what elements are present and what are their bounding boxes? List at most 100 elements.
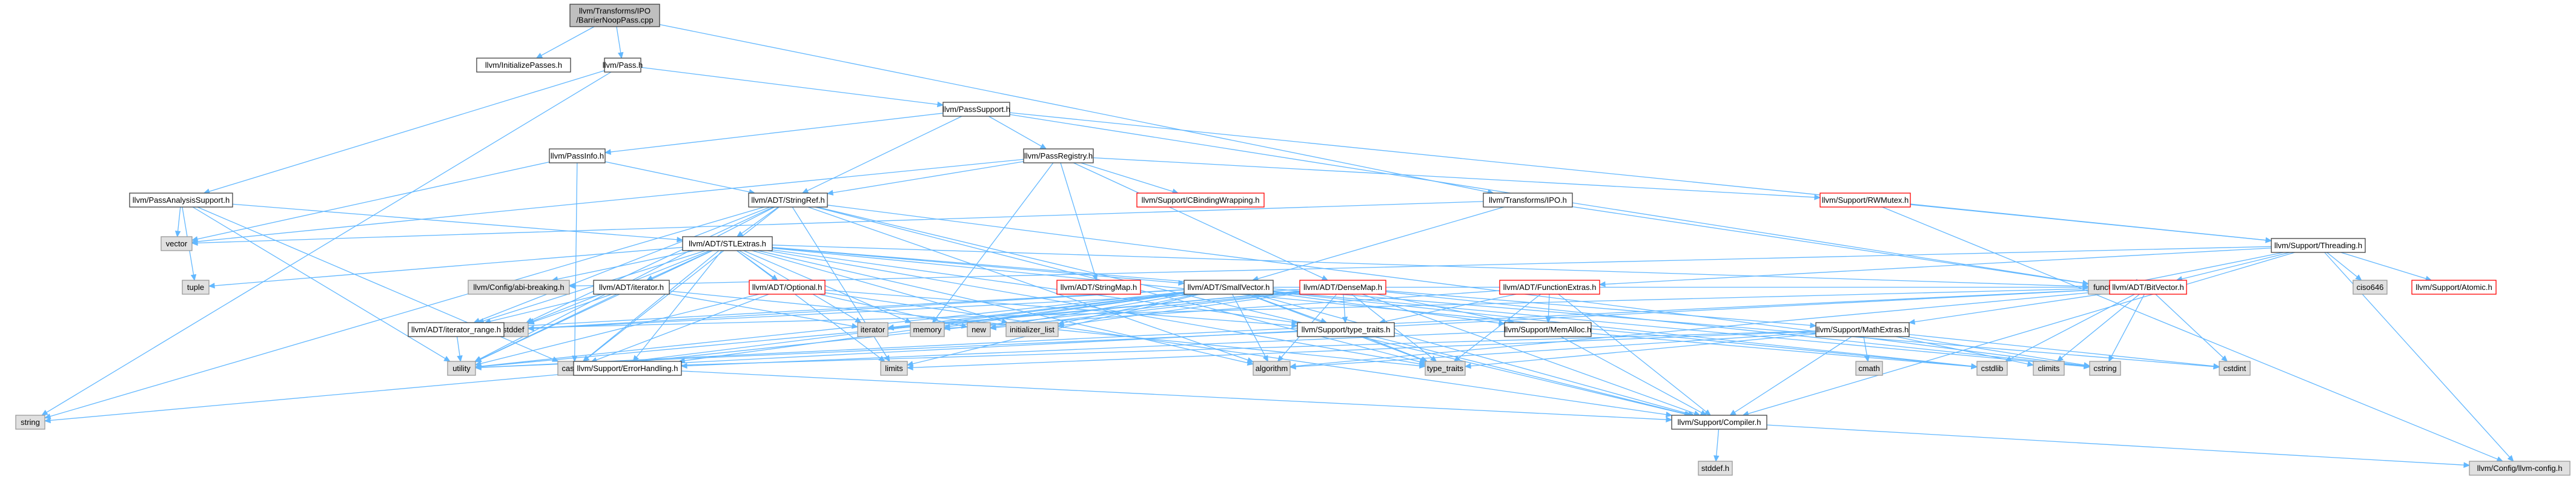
node-box-functionextras <box>1499 280 1600 295</box>
edge-compiler-to-llvmconfig <box>1766 424 2471 468</box>
edge-threading-to-functional <box>2131 252 2284 285</box>
node-box-rwmutex <box>1819 192 1911 208</box>
edge-adtiterator-to-utility <box>474 294 617 363</box>
node-box-cstring <box>2089 361 2121 376</box>
node-label-root: /BarrierNoopPass.cpp <box>576 16 653 25</box>
edge-smallvector-to-functional <box>1273 284 2090 291</box>
node-bitvector[interactable]: llvm/ADT/BitVector.h <box>2109 280 2187 295</box>
edge-stringref-to-limits <box>792 206 890 363</box>
node-label-initlist: initializer_list <box>1010 325 1055 334</box>
node-box-stddef <box>1698 461 1733 476</box>
node-cstdint: cstdint <box>2219 361 2251 376</box>
edge-passregistry-to-cbinding <box>1081 162 1179 194</box>
node-algorithm: algorithm <box>1253 361 1291 376</box>
edge-root-to-ipo <box>659 24 1494 195</box>
edge-threading-to-functionextras <box>1598 248 2272 288</box>
edge-mathextras-to-climits <box>1896 336 2035 367</box>
edge-densemap-to-mathextras <box>1385 290 1817 329</box>
node-passanalysis[interactable]: llvm/PassAnalysisSupport.h <box>129 192 233 208</box>
node-box-memalloc <box>1504 322 1592 337</box>
node-box-utility <box>447 361 476 376</box>
node-memalloc[interactable]: llvm/Support/MemAlloc.h <box>1504 322 1592 337</box>
node-smallvector[interactable]: llvm/ADT/SmallVector.h <box>1184 280 1274 295</box>
node-box-vector <box>161 236 193 251</box>
edge-errorhandling-to-compiler <box>681 370 1673 423</box>
edge-rwmutex-to-llvmconfig <box>1882 206 2504 462</box>
edge-passanalysis-to-utility <box>192 206 451 362</box>
edge-stlextras-to-cstdint <box>772 246 2220 370</box>
node-box-errorhandling <box>573 361 682 376</box>
edge-threading-to-ciso646 <box>2326 252 2362 281</box>
edge-pass-to-passanalysis <box>203 70 605 194</box>
node-rwmutex[interactable]: llvm/Support/RWMutex.h <box>1819 192 1911 208</box>
node-label-functionextras: llvm/ADT/FunctionExtras.h <box>1503 283 1597 292</box>
node-initpasses[interactable]: llvm/InitializePasses.h <box>476 58 571 73</box>
node-string: string <box>15 415 45 430</box>
edge-memalloc-to-compiler <box>1560 336 1707 416</box>
node-box-passregistry <box>1023 148 1094 163</box>
edge-passanalysis-to-cassert <box>197 206 559 362</box>
node-passregistry[interactable]: llvm/PassRegistry.h <box>1023 148 1094 163</box>
node-box-passsupport <box>942 102 1010 117</box>
node-errorhandling[interactable]: llvm/Support/ErrorHandling.h <box>573 361 682 376</box>
node-functionextras[interactable]: llvm/ADT/FunctionExtras.h <box>1499 280 1600 295</box>
node-atomic[interactable]: llvm/Support/Atomic.h <box>2411 280 2497 295</box>
node-label-bitvector: llvm/ADT/BitVector.h <box>2112 283 2184 292</box>
node-label-cbinding: llvm/Support/CBindingWrapping.h <box>1142 196 1260 205</box>
edge-threading-to-atomic <box>2340 252 2432 281</box>
node-label-ciso646: ciso646 <box>2357 283 2384 292</box>
node-pass[interactable]: llvm/Pass.h <box>603 58 643 73</box>
node-passinfo[interactable]: llvm/PassInfo.h <box>549 148 606 163</box>
node-iterator: iterator <box>857 322 889 337</box>
node-optional[interactable]: llvm/ADT/Optional.h <box>749 280 826 295</box>
node-stringmap[interactable]: llvm/ADT/StringMap.h <box>1056 280 1141 295</box>
edge-root-to-pass <box>616 26 624 59</box>
node-box-typetraits <box>1425 361 1466 376</box>
node-mathextras[interactable]: llvm/Support/MathExtras.h <box>1815 322 1910 337</box>
node-label-passanalysis: llvm/PassAnalysisSupport.h <box>133 196 230 205</box>
node-box-pass <box>604 58 641 73</box>
node-typetraitsh[interactable]: llvm/Support/type_traits.h <box>1297 322 1395 337</box>
node-stringref[interactable]: llvm/ADT/StringRef.h <box>748 192 828 208</box>
edge-functionextras-to-compiler <box>1558 294 1712 416</box>
edge-mathextras-to-typetraits <box>1464 334 1816 369</box>
edge-bitvector-to-cstring <box>2108 294 2145 363</box>
node-ipo[interactable]: llvm/Transforms/IPO.h <box>1483 192 1573 208</box>
node-box-iterator <box>857 322 889 337</box>
node-label-optional: llvm/ADT/Optional.h <box>752 283 823 292</box>
node-box-ciso646 <box>2353 280 2388 295</box>
node-box-stlextras <box>682 236 773 251</box>
edge-mathextras-to-compiler <box>1729 336 1852 416</box>
edge-stringref-to-stlextras <box>736 206 779 237</box>
node-threading[interactable]: llvm/Support/Threading.h <box>2271 238 2366 253</box>
node-stlextras[interactable]: llvm/ADT/STLExtras.h <box>682 236 773 251</box>
edge-errorhandling-to-string <box>44 372 574 424</box>
edge-pass-to-string <box>41 71 612 416</box>
node-densemap[interactable]: llvm/ADT/DenseMap.h <box>1299 280 1386 295</box>
node-box-bitvector <box>2109 280 2187 295</box>
node-label-atomic: llvm/Support/Atomic.h <box>2415 283 2492 292</box>
node-iteratorrange[interactable]: llvm/ADT/iterator_range.h <box>408 322 505 337</box>
node-box-abibreaking <box>468 280 570 295</box>
node-compiler[interactable]: llvm/Support/Compiler.h <box>1671 415 1767 430</box>
node-label-initpasses: llvm/InitializePasses.h <box>485 61 562 70</box>
node-passsupport[interactable]: llvm/PassSupport.h <box>942 102 1010 117</box>
edge-adtiterator-to-cstddef <box>527 294 612 325</box>
node-root[interactable]: llvm/Transforms/IPO/BarrierNoopPass.cpp <box>569 4 660 27</box>
edge-densemap-to-typetraitsh <box>1342 294 1348 324</box>
edge-passinfo-to-vector <box>191 161 550 242</box>
node-box-cstdlib <box>1976 361 2008 376</box>
node-box-initpasses <box>476 58 571 73</box>
node-adtiterator[interactable]: llvm/ADT/iterator.h <box>593 280 670 295</box>
edge-passsupport-to-passinfo <box>604 113 944 155</box>
node-box-typetraitsh <box>1297 322 1395 337</box>
node-label-cstdint: cstdint <box>2223 364 2247 373</box>
node-label-tuple: tuple <box>187 283 204 292</box>
node-box-algorithm <box>1253 361 1291 376</box>
edge-threading-to-llvmconfig <box>2324 252 2514 462</box>
node-label-limits: limits <box>885 364 903 373</box>
node-cbinding[interactable]: llvm/Support/CBindingWrapping.h <box>1136 192 1265 208</box>
edge-passregistry-to-rwmutex <box>1093 157 1821 200</box>
node-label-stddef: stddef.h <box>1701 464 1729 473</box>
node-box-mathextras <box>1815 322 1910 337</box>
